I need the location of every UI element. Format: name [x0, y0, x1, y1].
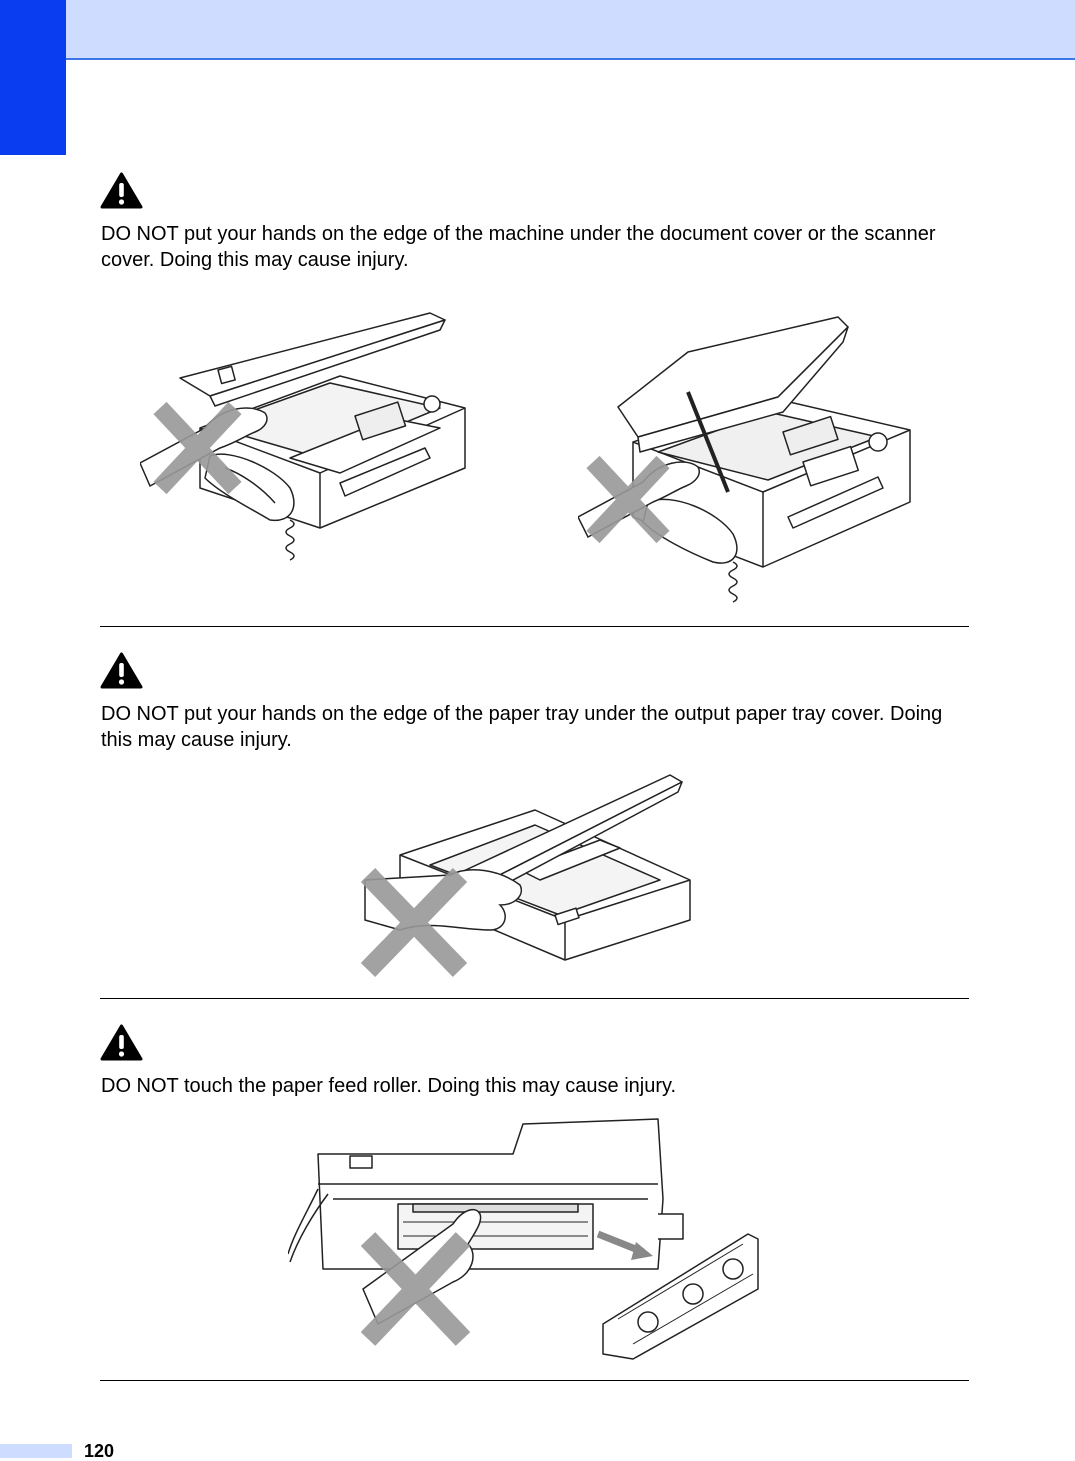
cross-mark-icon — [360, 868, 468, 977]
section-divider — [100, 998, 969, 999]
illustration-document-cover-open — [140, 312, 466, 561]
cross-mark-icon — [586, 455, 670, 544]
header-band — [0, 0, 1075, 60]
warning-triangle-icon — [100, 172, 143, 209]
section-divider — [100, 1380, 969, 1381]
cross-mark-icon — [360, 1232, 471, 1346]
warning-text-2: DO NOT put your hands on the edge of the… — [101, 703, 943, 751]
warning-triangle-icon — [100, 652, 143, 689]
section-divider — [100, 626, 969, 627]
illustration-paper-feed-roller — [288, 1118, 759, 1360]
cross-mark-icon — [153, 401, 242, 495]
illustration-scanner-cover-open — [578, 316, 911, 603]
footer-band — [0, 1444, 72, 1458]
warning-text-1: DO NOT put your hands on the edge of the… — [101, 223, 936, 271]
illustration-paper-tray — [360, 774, 691, 977]
warning-text-3: DO NOT touch the paper feed roller. Doin… — [101, 1075, 677, 1097]
page-number: 120 — [84, 1441, 115, 1461]
warning-triangle-icon — [100, 1024, 143, 1061]
chapter-tab — [0, 0, 66, 155]
